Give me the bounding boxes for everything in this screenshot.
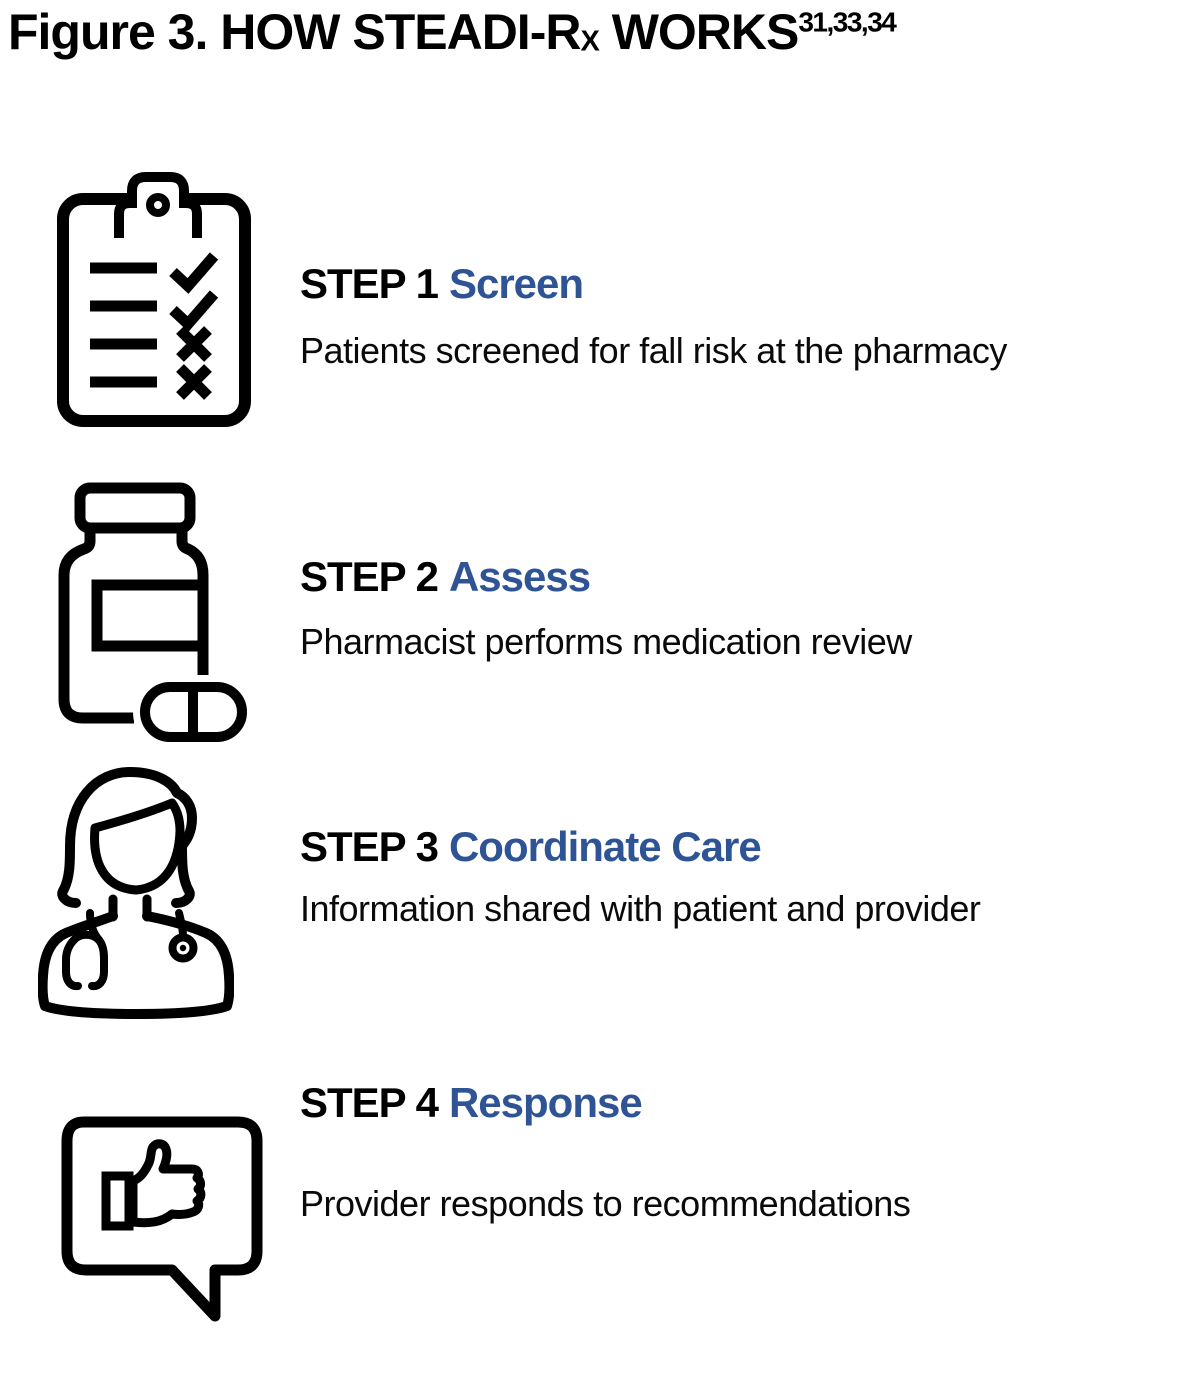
step-4-description: Provider responds to recommendations bbox=[300, 1183, 911, 1224]
figure-title-text: Figure 3. HOW STEADI-R bbox=[8, 4, 581, 60]
figure-title-suffix: WORKS bbox=[598, 4, 800, 60]
thumbs-up-speech-bubble-icon bbox=[61, 1116, 263, 1322]
step-1-description: Patients screened for fall risk at the p… bbox=[300, 330, 1007, 371]
step-2-name: Assess bbox=[448, 553, 591, 600]
step-1-label: STEP 1 bbox=[300, 260, 439, 307]
clipboard-checklist-icon bbox=[57, 172, 251, 427]
step-4-label: STEP 4 bbox=[300, 1079, 439, 1126]
step-1-name: Screen bbox=[448, 260, 584, 307]
figure-title-citations: 31,33,34 bbox=[798, 6, 897, 38]
pharmacist-icon bbox=[38, 767, 234, 1019]
step-3-name: Coordinate Care bbox=[448, 823, 762, 870]
pill-bottle-icon bbox=[58, 482, 250, 745]
figure-title: Figure 3. HOW STEADI-RX WORKS31,33,34 bbox=[8, 2, 897, 62]
step-4-name: Response bbox=[448, 1079, 643, 1126]
step-2-description: Pharmacist performs medication review bbox=[300, 621, 912, 662]
step-3-label: STEP 3 bbox=[300, 823, 439, 870]
figure-title-subscript: X bbox=[580, 25, 599, 58]
step-3-description: Information shared with patient and prov… bbox=[300, 888, 981, 929]
step-2-label: STEP 2 bbox=[300, 553, 439, 600]
